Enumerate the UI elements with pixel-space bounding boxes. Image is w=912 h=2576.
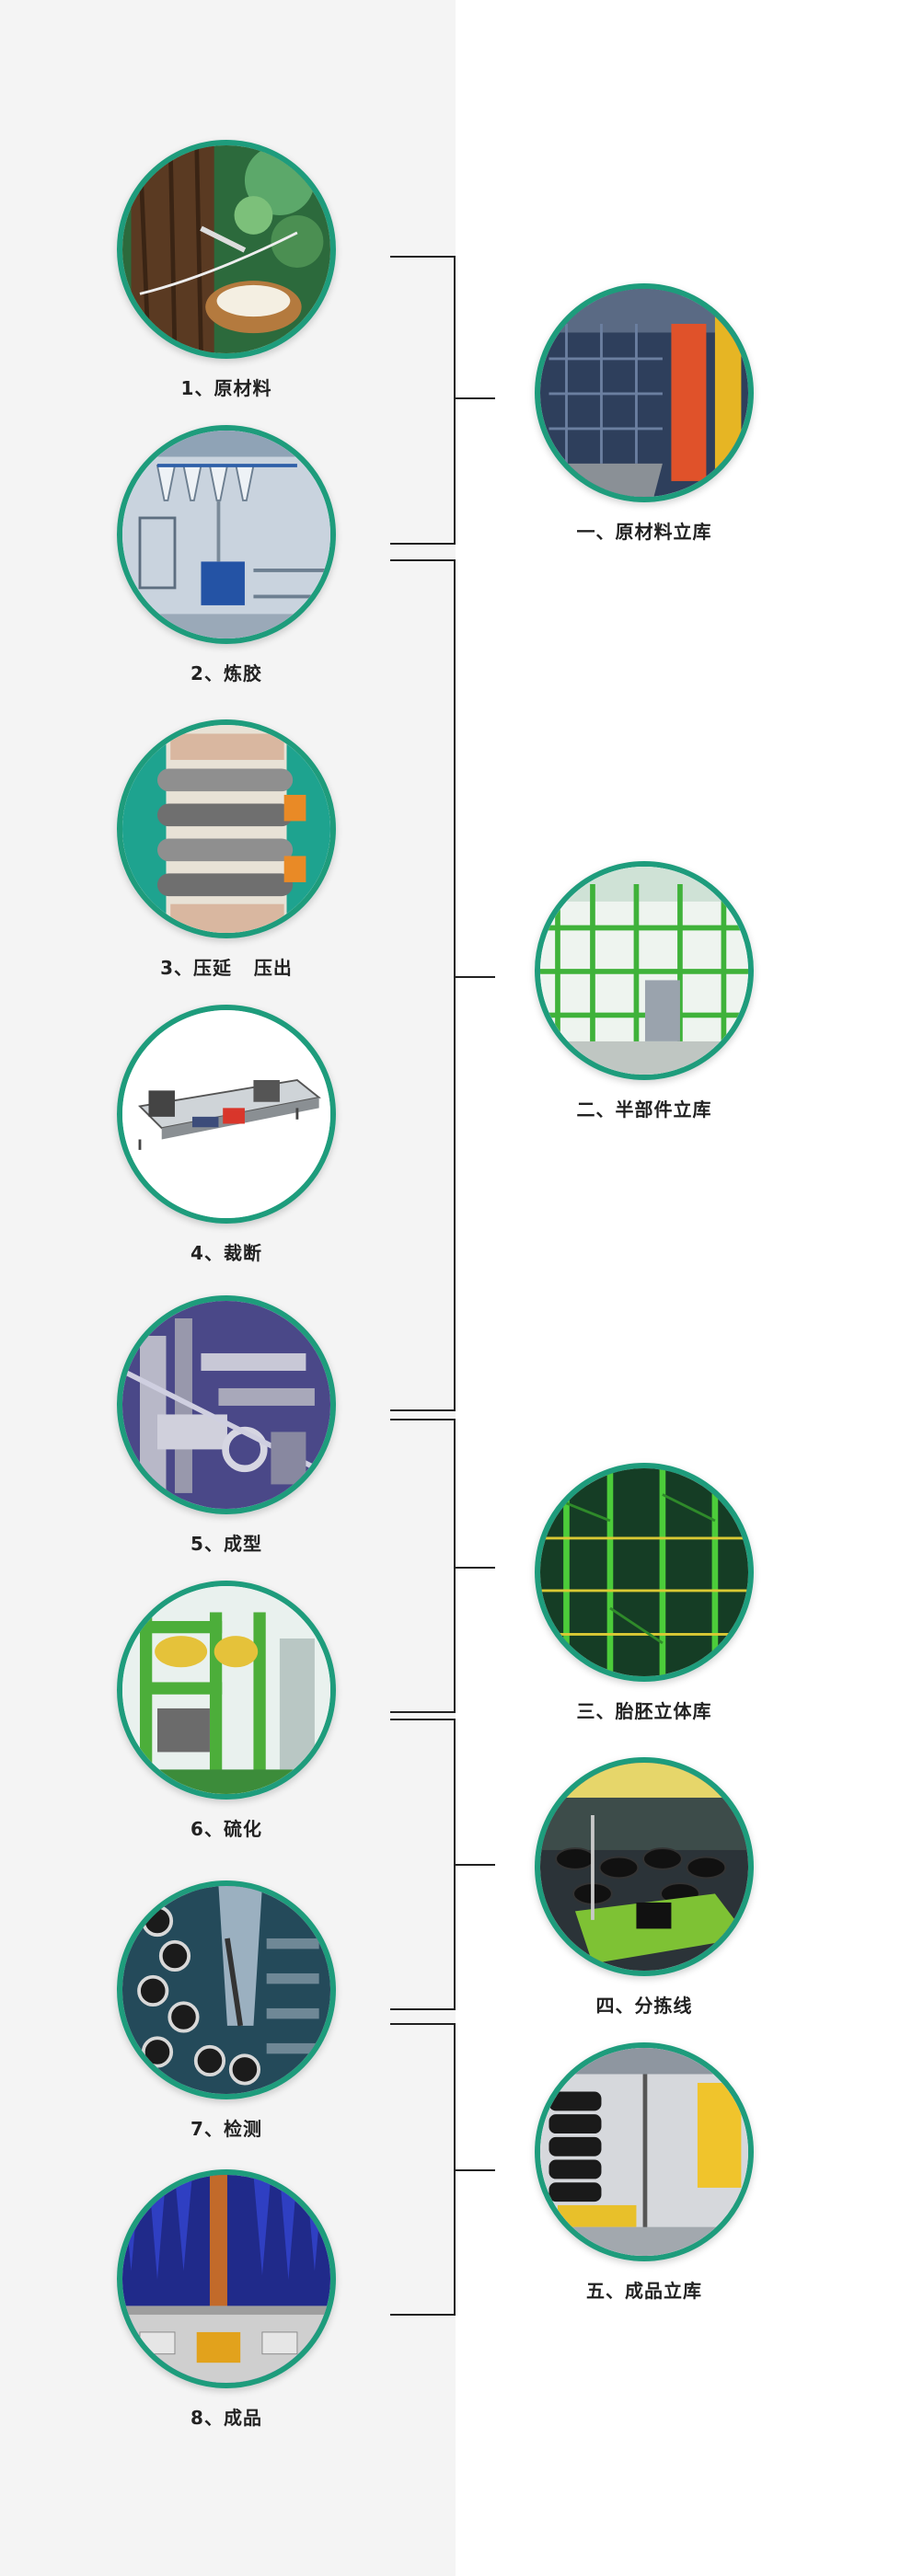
process-step-label: 8、成品	[190, 2407, 262, 2429]
storage-area-label: 四、分拣线	[595, 1995, 693, 2017]
storage-area-1: 一、原材料立库	[525, 283, 764, 544]
storage-area-label: 三、胎胚立体库	[576, 1700, 712, 1722]
process-step-4: 4、裁断	[107, 1005, 346, 1265]
process-step-7: 7、检测	[107, 1880, 346, 2141]
sorting-line-illustration	[535, 1757, 754, 1976]
storage-area-4: 四、分拣线	[525, 1757, 764, 2018]
bracket-2	[390, 559, 495, 1411]
process-step-2: 2、炼胶	[107, 425, 346, 685]
finished-product-line-illustration	[117, 2169, 336, 2388]
bracket-4	[390, 1719, 495, 2010]
process-step-6: 6、硫化	[107, 1581, 346, 1841]
storage-area-label: 一、原材料立库	[576, 521, 712, 543]
process-step-label: 1、原材料	[180, 377, 272, 399]
process-step-3: 3、压延 压出	[107, 719, 346, 980]
semi-component-warehouse-illustration	[535, 861, 754, 1080]
tire-inspection-conveyor-illustration	[117, 1880, 336, 2099]
rubber-mixing-machine-illustration	[117, 425, 336, 644]
storage-area-5: 五、成品立库	[525, 2042, 764, 2303]
bracket-1	[390, 256, 495, 545]
process-step-label: 7、检测	[190, 2118, 262, 2140]
cutting-line-illustration	[117, 1005, 336, 1224]
process-step-label: 5、成型	[190, 1533, 262, 1555]
raw-material-warehouse-illustration	[535, 283, 754, 502]
process-step-label: 6、硫化	[190, 1818, 262, 1840]
storage-area-2: 二、半部件立库	[525, 861, 764, 1121]
raw-material-rubber-tree-illustration	[117, 140, 336, 359]
storage-area-3: 三、胎胚立体库	[525, 1463, 764, 1723]
process-step-8: 8、成品	[107, 2169, 346, 2430]
process-step-label: 3、压延 压出	[160, 957, 293, 979]
storage-area-label: 二、半部件立库	[576, 1098, 712, 1121]
process-step-label: 2、炼胶	[190, 662, 262, 684]
process-step-1: 1、原材料	[107, 140, 346, 400]
bracket-5	[390, 2023, 495, 2316]
storage-area-label: 五、成品立库	[586, 2280, 702, 2302]
bracket-3	[390, 1419, 495, 1713]
vulcanizing-press-illustration	[117, 1581, 336, 1800]
process-step-label: 4、裁断	[190, 1242, 262, 1264]
green-tire-warehouse-illustration	[535, 1463, 754, 1682]
calender-rollers-illustration	[117, 719, 336, 938]
tire-building-machine-illustration	[117, 1295, 336, 1514]
finished-goods-warehouse-illustration	[535, 2042, 754, 2261]
process-step-5: 5、成型	[107, 1295, 346, 1556]
